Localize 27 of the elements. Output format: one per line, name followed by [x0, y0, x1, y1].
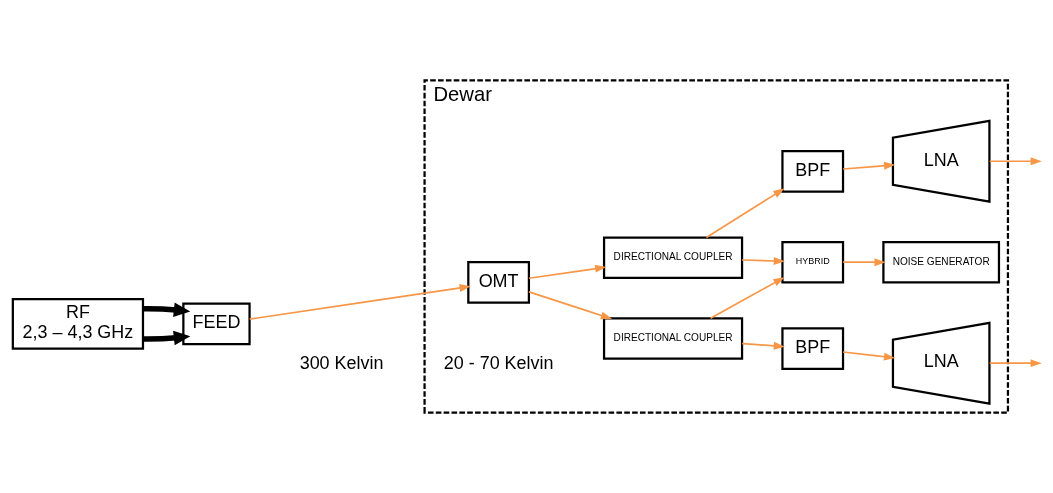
arrow [705, 188, 785, 239]
node-box: DIRECTIONAL COUPLER [602, 236, 744, 280]
node-box: RF 2,3 – 4,3 GHz [11, 298, 145, 350]
node-box: FEED [182, 302, 251, 346]
arrow [709, 277, 785, 320]
node-box: NOISE GENERATOR [882, 240, 1001, 284]
label: 20 - 70 Kelvin [443, 352, 554, 373]
node-box: OMT [467, 261, 530, 304]
arrow [143, 302, 191, 317]
arrow [842, 351, 896, 361]
node-box: LNA [891, 119, 991, 203]
node-box: HYBRID [781, 240, 845, 284]
arrow [842, 258, 886, 267]
arrow [988, 359, 1042, 368]
arrow [842, 161, 896, 170]
node-box: BPF [781, 327, 845, 370]
arrow [248, 284, 471, 320]
node-box: DIRECTIONAL COUPLER [602, 317, 744, 360]
arrow [741, 341, 785, 350]
arrow [528, 291, 613, 320]
arrow [741, 257, 785, 265]
node-box: BPF [781, 150, 845, 193]
node-box: LNA [891, 321, 991, 405]
arrow [528, 264, 607, 280]
arrow [143, 330, 191, 346]
label: 300 Kelvin [299, 352, 384, 373]
arrow [988, 157, 1042, 166]
